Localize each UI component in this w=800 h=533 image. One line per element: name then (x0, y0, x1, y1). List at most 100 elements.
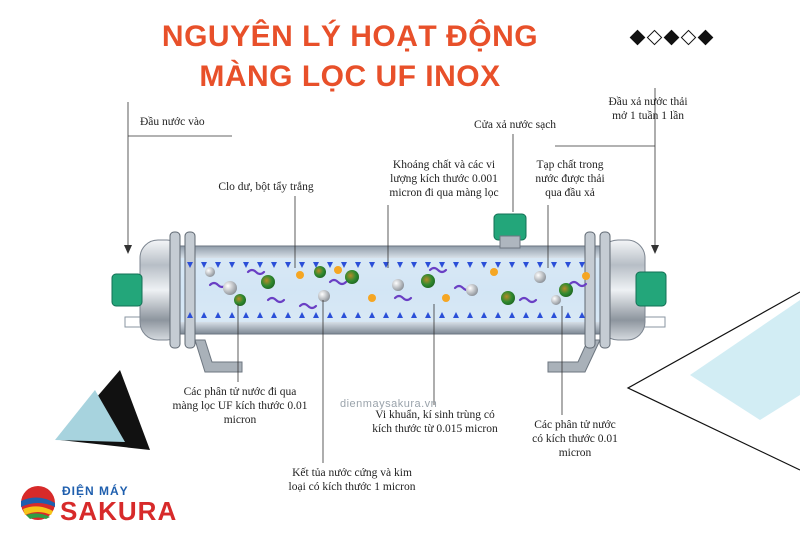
flow-arrow-icon (397, 262, 403, 268)
flow-arrow-icon (257, 262, 263, 268)
sakura-logo-mark (21, 486, 55, 520)
gray-particle (223, 281, 237, 295)
flow-arrow-icon (523, 312, 529, 318)
label-water-molecules-right: Các phân tử nước có kích thước 0.01 micr… (520, 418, 630, 460)
label-bacteria: Vi khuẩn, kí sinh trùng có kích thước từ… (360, 408, 510, 436)
green-particle (421, 274, 435, 288)
orange-particle (582, 272, 590, 280)
flow-arrow-icon (355, 262, 361, 268)
label-inlet: Đầu nước vào (140, 116, 205, 128)
flow-arrow-icon (481, 312, 487, 318)
membrane-core (180, 258, 600, 322)
bacteria-squiggle (246, 268, 266, 276)
inlet-cap-green (111, 273, 143, 307)
green-particle (345, 270, 359, 284)
title-line-1: NGUYÊN LÝ HOẠT ĐỘNG (161, 20, 539, 53)
flow-arrow-icon (313, 312, 319, 318)
flow-arrow-icon (369, 312, 375, 318)
flow-arrow-icon (453, 312, 459, 318)
water-flow-arrows (187, 262, 585, 318)
flow-arrow-icon (579, 262, 585, 268)
flange-right (584, 231, 611, 349)
deco-triangle-blue (55, 390, 125, 442)
label-water-left-line-3: micron (223, 414, 257, 426)
label-water-right-line-1: Các phân tử nước (534, 419, 616, 431)
label-water-right-line-3: micron (558, 447, 592, 459)
label-water-molecules-left: Các phân tử nước đi qua màng lọc UF kích… (160, 385, 320, 427)
flow-arrow-icon (313, 262, 319, 268)
label-minerals-line-3: micron đi qua màng lọc (389, 187, 499, 199)
bacteria-squiggle (518, 296, 538, 304)
bacteria-squiggle (298, 302, 318, 310)
flow-arrow-icon (439, 262, 445, 268)
bacteria-squiggle (328, 278, 348, 286)
flow-arrow-icon (299, 262, 305, 268)
flow-arrow-icon (341, 262, 347, 268)
flow-arrow-icon (565, 312, 571, 318)
flow-arrow-icon (327, 262, 333, 268)
flow-arrow-icon (201, 262, 207, 268)
flow-arrow-icon (271, 312, 277, 318)
flow-arrow-icon (243, 262, 249, 268)
green-particle (559, 283, 573, 297)
orange-particle (368, 294, 376, 302)
flow-arrow-icon (467, 262, 473, 268)
flow-arrow-icon (299, 312, 305, 318)
green-particle (501, 291, 515, 305)
flow-arrow-icon (215, 312, 221, 318)
flow-arrow-icon (495, 262, 501, 268)
flow-arrow-icon (509, 262, 515, 268)
deco-chevron (626, 291, 800, 471)
leader-lines (127, 88, 656, 463)
bacteria-squiggles (208, 266, 588, 310)
flow-arrow-icon (201, 312, 207, 318)
flow-arrow-icon (341, 312, 347, 318)
green-particle (261, 275, 275, 289)
label-minerals: Khoáng chất và các vi lượng kích thước 0… (372, 158, 516, 200)
bacteria-squiggle (393, 294, 413, 302)
flow-arrow-icon (229, 312, 235, 318)
label-impurities-line-2: nước được thải (535, 173, 605, 185)
logo-wordmark: SAKURA (60, 496, 178, 526)
gray-particle (534, 271, 546, 283)
gray-particle (205, 267, 215, 277)
deco-triangle-right (690, 300, 800, 420)
green-particle (234, 294, 246, 306)
orange-particle (334, 266, 342, 274)
label-minerals-line-1: Khoáng chất và các vi (392, 159, 496, 171)
flange-left (169, 231, 196, 349)
label-scale-metals: Kết tủa nước cứng và kim loại có kích th… (272, 466, 432, 494)
flow-arrow-icon (537, 262, 543, 268)
flow-arrow-icon (411, 262, 417, 268)
bacteria-squiggle (266, 296, 286, 304)
flow-arrow-icon (467, 312, 473, 318)
logo-subtitle: ĐIỆN MÁY (62, 484, 129, 498)
flow-arrow-icon (355, 312, 361, 318)
label-clean-outlet: Cửa xả nước sạch (473, 119, 557, 131)
label-water-left-line-2: màng lọc UF kích thước 0.01 (172, 400, 308, 412)
flow-arrow-icon (187, 262, 193, 268)
waste-arrow-icon (651, 245, 659, 254)
flow-arrow-icon (271, 262, 277, 268)
flow-arrow-icon (187, 312, 193, 318)
label-impurities: Tạp chất trong nước được thải qua đầu xả (520, 158, 620, 200)
flow-arrow-icon (411, 312, 417, 318)
flow-arrow-icon (285, 312, 291, 318)
flow-arrow-icon (481, 262, 487, 268)
gray-particle (466, 284, 478, 296)
flow-arrow-icon (425, 262, 431, 268)
orange-particle (296, 271, 304, 279)
inlet-arrow-icon (124, 245, 132, 254)
label-waste-outlet: Đầu xả nước thải mở 1 tuần 1 lần (588, 95, 708, 123)
flow-arrow-icon (425, 312, 431, 318)
waste-cap-green (635, 271, 667, 307)
label-waste-outlet-line-1: Đầu xả nước thải (608, 96, 688, 108)
label-bacteria-line-1: Vi khuẩn, kí sinh trùng có (375, 409, 495, 421)
flow-arrow-icon (397, 312, 403, 318)
flow-arrow-icon (383, 262, 389, 268)
flow-arrow-icon (215, 262, 221, 268)
flow-arrow-icon (495, 312, 501, 318)
watermark: dienmaysakura.vn (340, 398, 438, 410)
flow-arrow-icon (285, 262, 291, 268)
flow-arrow-icon (453, 262, 459, 268)
